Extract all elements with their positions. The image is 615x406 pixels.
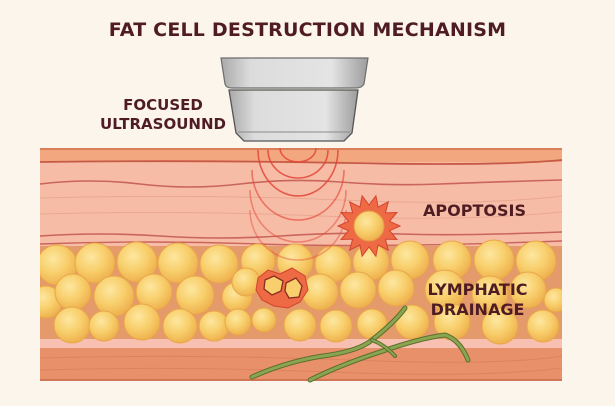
- fat-cell: [283, 308, 317, 342]
- apoptosis-label: APOPTOSIS: [423, 201, 526, 220]
- fat-cell: [123, 303, 161, 341]
- ultrasound-waves: [249, 147, 347, 261]
- fat-cell: [543, 287, 562, 313]
- diagram-title: FAT CELL DESTRUCTION MECHANISM: [108, 19, 507, 41]
- fat-cell: [319, 309, 353, 343]
- ruptured-cell-left: [263, 275, 284, 296]
- fat-cell: [157, 242, 199, 284]
- fat-cell: [224, 308, 252, 336]
- fat-cell: [175, 275, 215, 315]
- ultrasound-transducer: [220, 57, 369, 142]
- fat-cell: [339, 271, 377, 309]
- fat-cell: [251, 307, 277, 333]
- fat-cells: [40, 239, 562, 345]
- apoptotic-cell: [336, 194, 402, 258]
- fat-cell: [88, 310, 120, 342]
- dermis-layer: [40, 160, 562, 246]
- lymphatic-drainage-label: LYMPHATIC DRAINAGE: [420, 280, 535, 320]
- muscle-layer: [40, 345, 562, 381]
- focused-ultrasound-label: FOCUSED ULTRASOUNND: [88, 96, 238, 134]
- ruptured-fat-cells-group: [255, 267, 309, 309]
- transducer-head: [228, 89, 359, 142]
- ultrasound-label-line2: ULTRASOUNND: [100, 115, 226, 133]
- fascia-layer: [40, 337, 562, 348]
- fat-cell: [199, 244, 239, 284]
- fat-cell: [116, 241, 158, 283]
- lymphatic-label-line2: DRAINAGE: [430, 300, 525, 319]
- fat-cell: [74, 242, 116, 284]
- fat-cell: [231, 267, 261, 297]
- lymphatic-label-line1: LYMPHATIC: [427, 280, 528, 299]
- fat-cell: [198, 310, 230, 342]
- fat-cell: [481, 307, 519, 345]
- ultrasound-label-line1: FOCUSED: [123, 96, 203, 114]
- fat-cell: [509, 271, 547, 309]
- fat-cell: [473, 239, 515, 281]
- transducer-top: [220, 57, 369, 89]
- fat-cell: [54, 273, 92, 311]
- fat-cell: [301, 273, 339, 311]
- fat-cell: [162, 308, 198, 344]
- ruptured-cell-right: [284, 277, 303, 299]
- fat-cell: [526, 309, 560, 343]
- epidermis-layer: [40, 148, 562, 162]
- fat-cell: [53, 306, 91, 344]
- fat-cell: [377, 269, 415, 307]
- lymphatic-vessel: [249, 305, 471, 383]
